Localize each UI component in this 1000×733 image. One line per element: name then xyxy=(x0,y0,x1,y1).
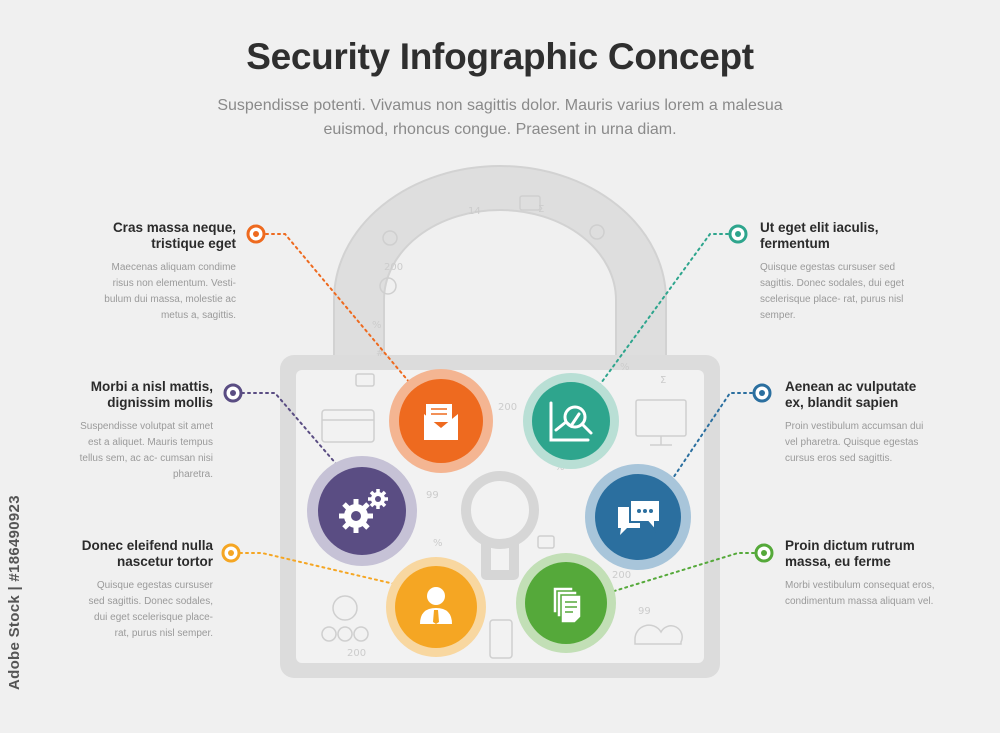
node-orange xyxy=(389,369,493,473)
svg-text:200: 200 xyxy=(498,402,517,413)
background-glyphs: 200 200 200 200 99 % # % Σ 14 % Σ Σ % 99 xyxy=(347,204,666,659)
node-yellow xyxy=(386,557,486,657)
connector-yellow xyxy=(239,552,421,591)
svg-text:200: 200 xyxy=(384,262,403,273)
item-yellow-title-line2: nascetur tortor xyxy=(116,554,213,569)
svg-text:99: 99 xyxy=(426,490,439,501)
item-blue-body: Proin vestibulum accumsan dui vel pharet… xyxy=(785,421,924,464)
item-teal: Ut eget elit iaculis,fermentum Quisque e… xyxy=(760,220,910,324)
connector-orange xyxy=(265,233,421,396)
page-title: Security Infographic Concept xyxy=(246,36,754,77)
connector-teal xyxy=(584,233,729,406)
svg-text:99: 99 xyxy=(638,606,651,617)
item-blue-title-line2: ex, blandit sapien xyxy=(785,395,899,410)
svg-text:%: % xyxy=(620,362,630,373)
item-green-body: Morbi vestibulum consequat eros, condime… xyxy=(785,580,935,607)
item-orange: Cras massa neque,tristique eget Maecenas… xyxy=(16,220,236,324)
gears-icon xyxy=(339,489,388,533)
connector-blue xyxy=(664,392,753,491)
item-teal-body: Quisque egestas cursuser sed sagittis. D… xyxy=(760,262,904,321)
item-purple: Morbi a nisl mattis,dignissim mollis Sus… xyxy=(0,379,213,483)
svg-text:%: % xyxy=(433,538,443,549)
item-purple-title-line2: dignissim mollis xyxy=(107,395,213,410)
svg-text:200: 200 xyxy=(347,648,366,659)
connector-purple xyxy=(241,392,351,481)
item-yellow-body: Quisque egestas cursuser sed sagittis. D… xyxy=(88,580,213,639)
item-yellow-title-line1: Donec eleifend nulla xyxy=(81,538,213,553)
item-green-title-line1: Proin dictum rutrum xyxy=(785,538,915,553)
chart-search-icon xyxy=(549,401,593,442)
stock-watermark: Adobe Stock | #186490923 xyxy=(6,495,23,690)
documents-icon xyxy=(552,586,582,624)
item-purple-body: Suspendisse volutpat sit amet est a aliq… xyxy=(79,421,213,480)
node-green xyxy=(516,553,616,653)
item-orange-body: Maecenas aliquam condime risus non eleme… xyxy=(104,262,236,321)
item-green-title-line2: massa, eu ferme xyxy=(785,554,891,569)
svg-text:#: # xyxy=(376,348,384,359)
item-blue-title-line1: Aenean ac vulputate xyxy=(785,379,917,394)
svg-text:Σ: Σ xyxy=(660,375,666,386)
padlock-shackle xyxy=(333,165,667,371)
keyhole-icon xyxy=(461,471,539,580)
item-orange-title-line2: tristique eget xyxy=(151,236,236,251)
page-subtitle: Suspendisse potenti. Vivamus non sagitti… xyxy=(217,97,783,138)
envelope-icon xyxy=(424,404,458,440)
item-teal-title-line2: fermentum xyxy=(760,236,830,251)
svg-text:200: 200 xyxy=(612,570,631,581)
connector-green xyxy=(584,552,755,601)
item-teal-title-line1: Ut eget elit iaculis, xyxy=(760,220,879,235)
node-purple xyxy=(307,456,417,566)
svg-text:14: 14 xyxy=(468,206,481,217)
svg-text:Σ: Σ xyxy=(538,204,544,215)
background-pattern xyxy=(321,195,687,659)
item-orange-title-line1: Cras massa neque, xyxy=(112,220,236,235)
chat-icon xyxy=(618,499,661,535)
node-blue xyxy=(585,464,691,570)
item-purple-title-line1: Morbi a nisl mattis, xyxy=(90,379,213,394)
svg-text:%: % xyxy=(372,320,382,331)
person-icon xyxy=(420,587,452,624)
node-teal xyxy=(523,373,619,469)
